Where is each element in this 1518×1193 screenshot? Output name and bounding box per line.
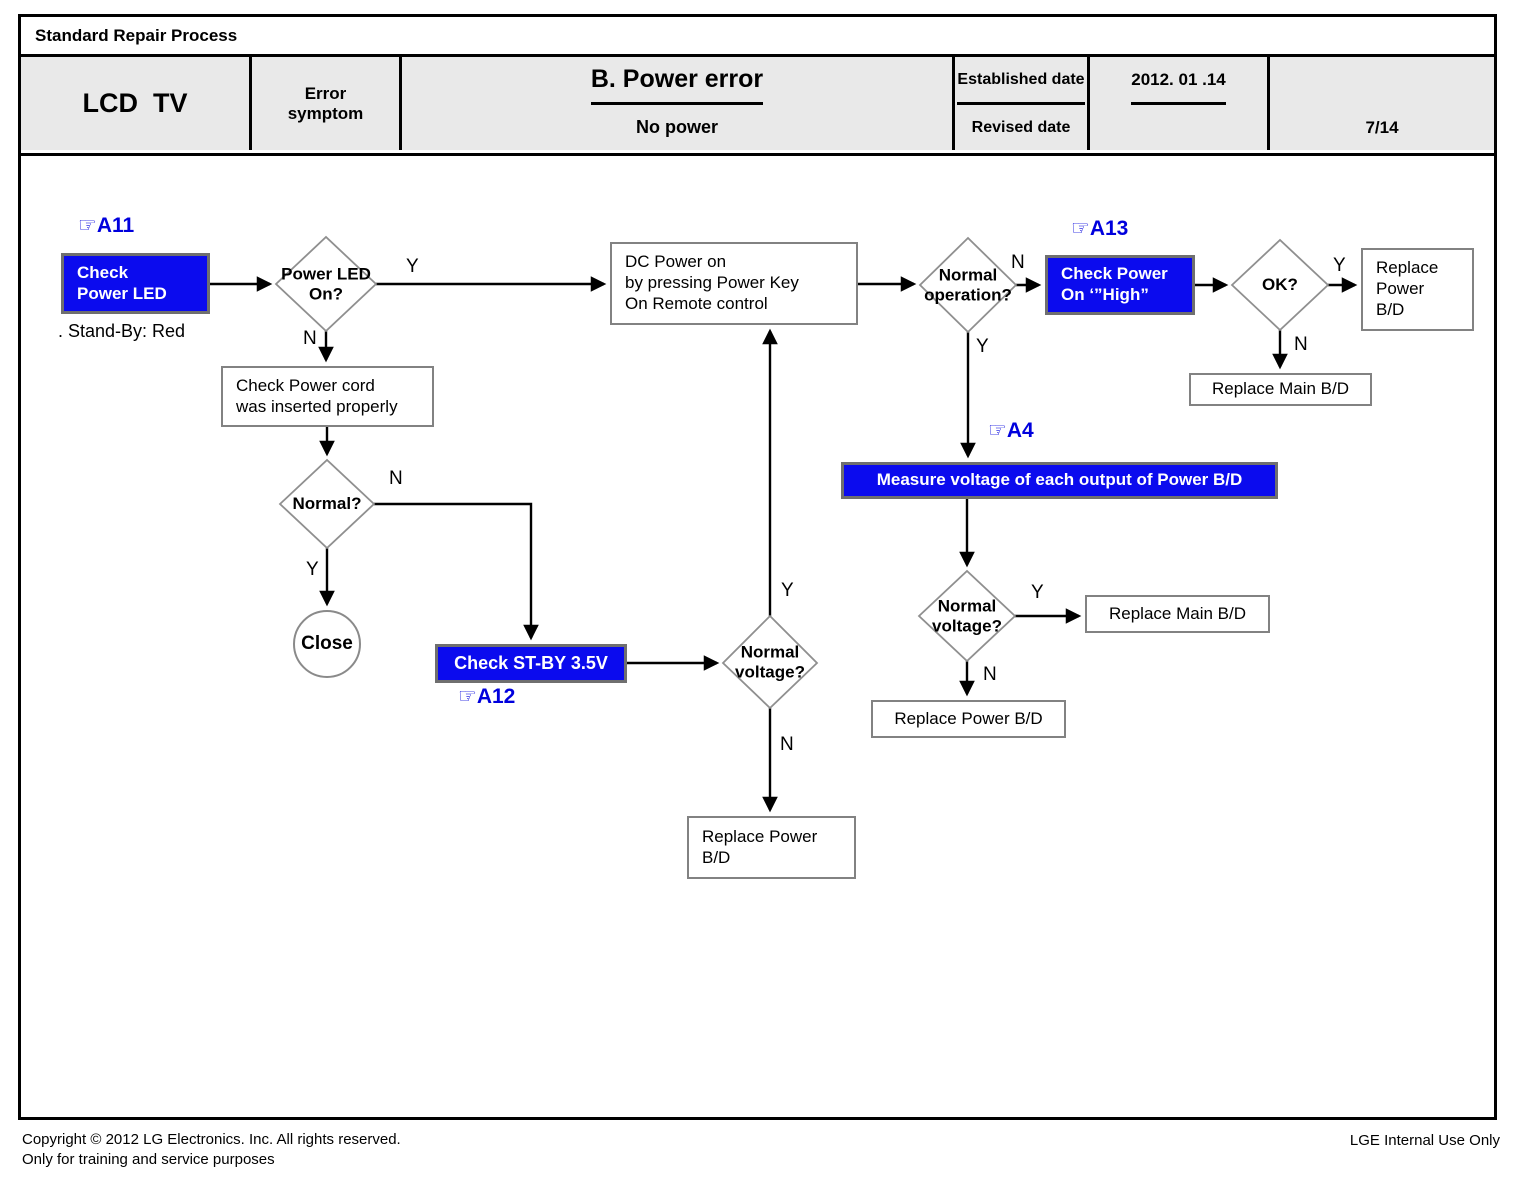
footer-copyright: Copyright © 2012 LG Electronics. Inc. Al…	[22, 1131, 401, 1148]
decision-voltage-right-shape	[917, 569, 1017, 663]
step-measure-voltage: Measure voltage of each output of Power …	[841, 462, 1278, 499]
branch-yes: Y	[781, 580, 794, 601]
decision-normal-shape	[278, 458, 376, 550]
error-subtitle: No power	[635, 117, 718, 137]
branch-yes: Y	[1333, 255, 1346, 276]
decision-normal-label: Normal?	[292, 494, 362, 514]
date-values-cell: 2012. 01 .14	[1090, 57, 1270, 150]
flowchart-connectors	[210, 235, 1358, 813]
page-cell: 7/14	[1270, 57, 1494, 150]
error-symptom-label: Error symptom	[252, 57, 402, 150]
result-replace-power-bd-mid: Replace Power B/D	[871, 700, 1066, 738]
step-check-power-high: Check Power On ‘”High”	[1045, 255, 1195, 315]
standby-note: . Stand-By: Red	[58, 321, 186, 341]
revised-date-label: Revised date	[971, 118, 1071, 136]
ref-a4-label: ☞A4	[988, 419, 1034, 442]
flowchart-area: ☞A11 ☞A12 ☞A13 ☞A4 Check Power LED . Sta…	[18, 153, 1497, 1120]
decision-voltage-mid-shape	[721, 614, 819, 710]
result-replace-power-bd-topright: Replace Power B/D	[1361, 248, 1474, 331]
branch-no: N	[303, 328, 317, 349]
branch-no: N	[983, 664, 997, 685]
result-replace-power-bd-bottom: Replace Power B/D	[687, 816, 856, 879]
ref-a11-label: ☞A11	[78, 214, 135, 237]
ref-a12-label: ☞A12	[458, 685, 516, 708]
page-number: 7/14	[1365, 117, 1399, 137]
decision-voltage-right-label: Normal voltage?	[932, 596, 1002, 635]
date-labels-cell: Established date Revised date	[955, 57, 1090, 150]
step-check-power-led: Check Power LED	[61, 253, 210, 314]
decision-voltage-mid-label: Normal voltage?	[735, 642, 805, 681]
decision-operation-shape	[918, 236, 1018, 334]
branch-yes: Y	[306, 559, 319, 580]
footer-purpose: Only for training and service purposes	[22, 1151, 275, 1168]
decision-ok-shape	[1230, 238, 1330, 332]
branch-no: N	[780, 734, 794, 755]
established-date-value: 2012. 01 .14	[1131, 57, 1226, 105]
footer-internal-use: LGE Internal Use Only	[1349, 1132, 1500, 1149]
branch-yes: Y	[976, 336, 989, 357]
error-cell: B. Power error No power	[402, 57, 955, 150]
error-title: B. Power error	[590, 57, 764, 105]
step-check-stby: Check ST-BY 3.5V	[435, 644, 627, 683]
decision-ok-label: OK?	[1262, 275, 1298, 295]
decision-power-led-label: Power LED On?	[281, 264, 371, 303]
result-replace-main-bd-top: Replace Main B/D	[1189, 373, 1372, 406]
branch-yes: Y	[406, 256, 419, 277]
established-date-label: Established date	[957, 57, 1085, 105]
branch-no: N	[1294, 334, 1308, 355]
terminator-close: Close	[293, 610, 361, 678]
decision-power-led-shape	[274, 235, 378, 333]
result-replace-main-bd-mid: Replace Main B/D	[1085, 595, 1270, 633]
branch-no: N	[1011, 252, 1025, 273]
header-main-row: LCD TV Error symptom B. Power error No p…	[21, 57, 1494, 150]
decision-operation-label: Normal operation?	[924, 265, 1012, 304]
branch-no: N	[389, 468, 403, 489]
product-name: LCD TV	[21, 57, 252, 150]
ref-a13-label: ☞A13	[1071, 217, 1129, 240]
step-check-power-cord: Check Power cord was inserted properly	[221, 366, 434, 427]
header-table: Standard Repair Process LCD TV Error sym…	[18, 14, 1497, 156]
document-title: Standard Repair Process	[21, 17, 1494, 57]
step-dc-power-on: DC Power on by pressing Power Key On Rem…	[610, 242, 858, 325]
branch-yes: Y	[1031, 582, 1044, 603]
